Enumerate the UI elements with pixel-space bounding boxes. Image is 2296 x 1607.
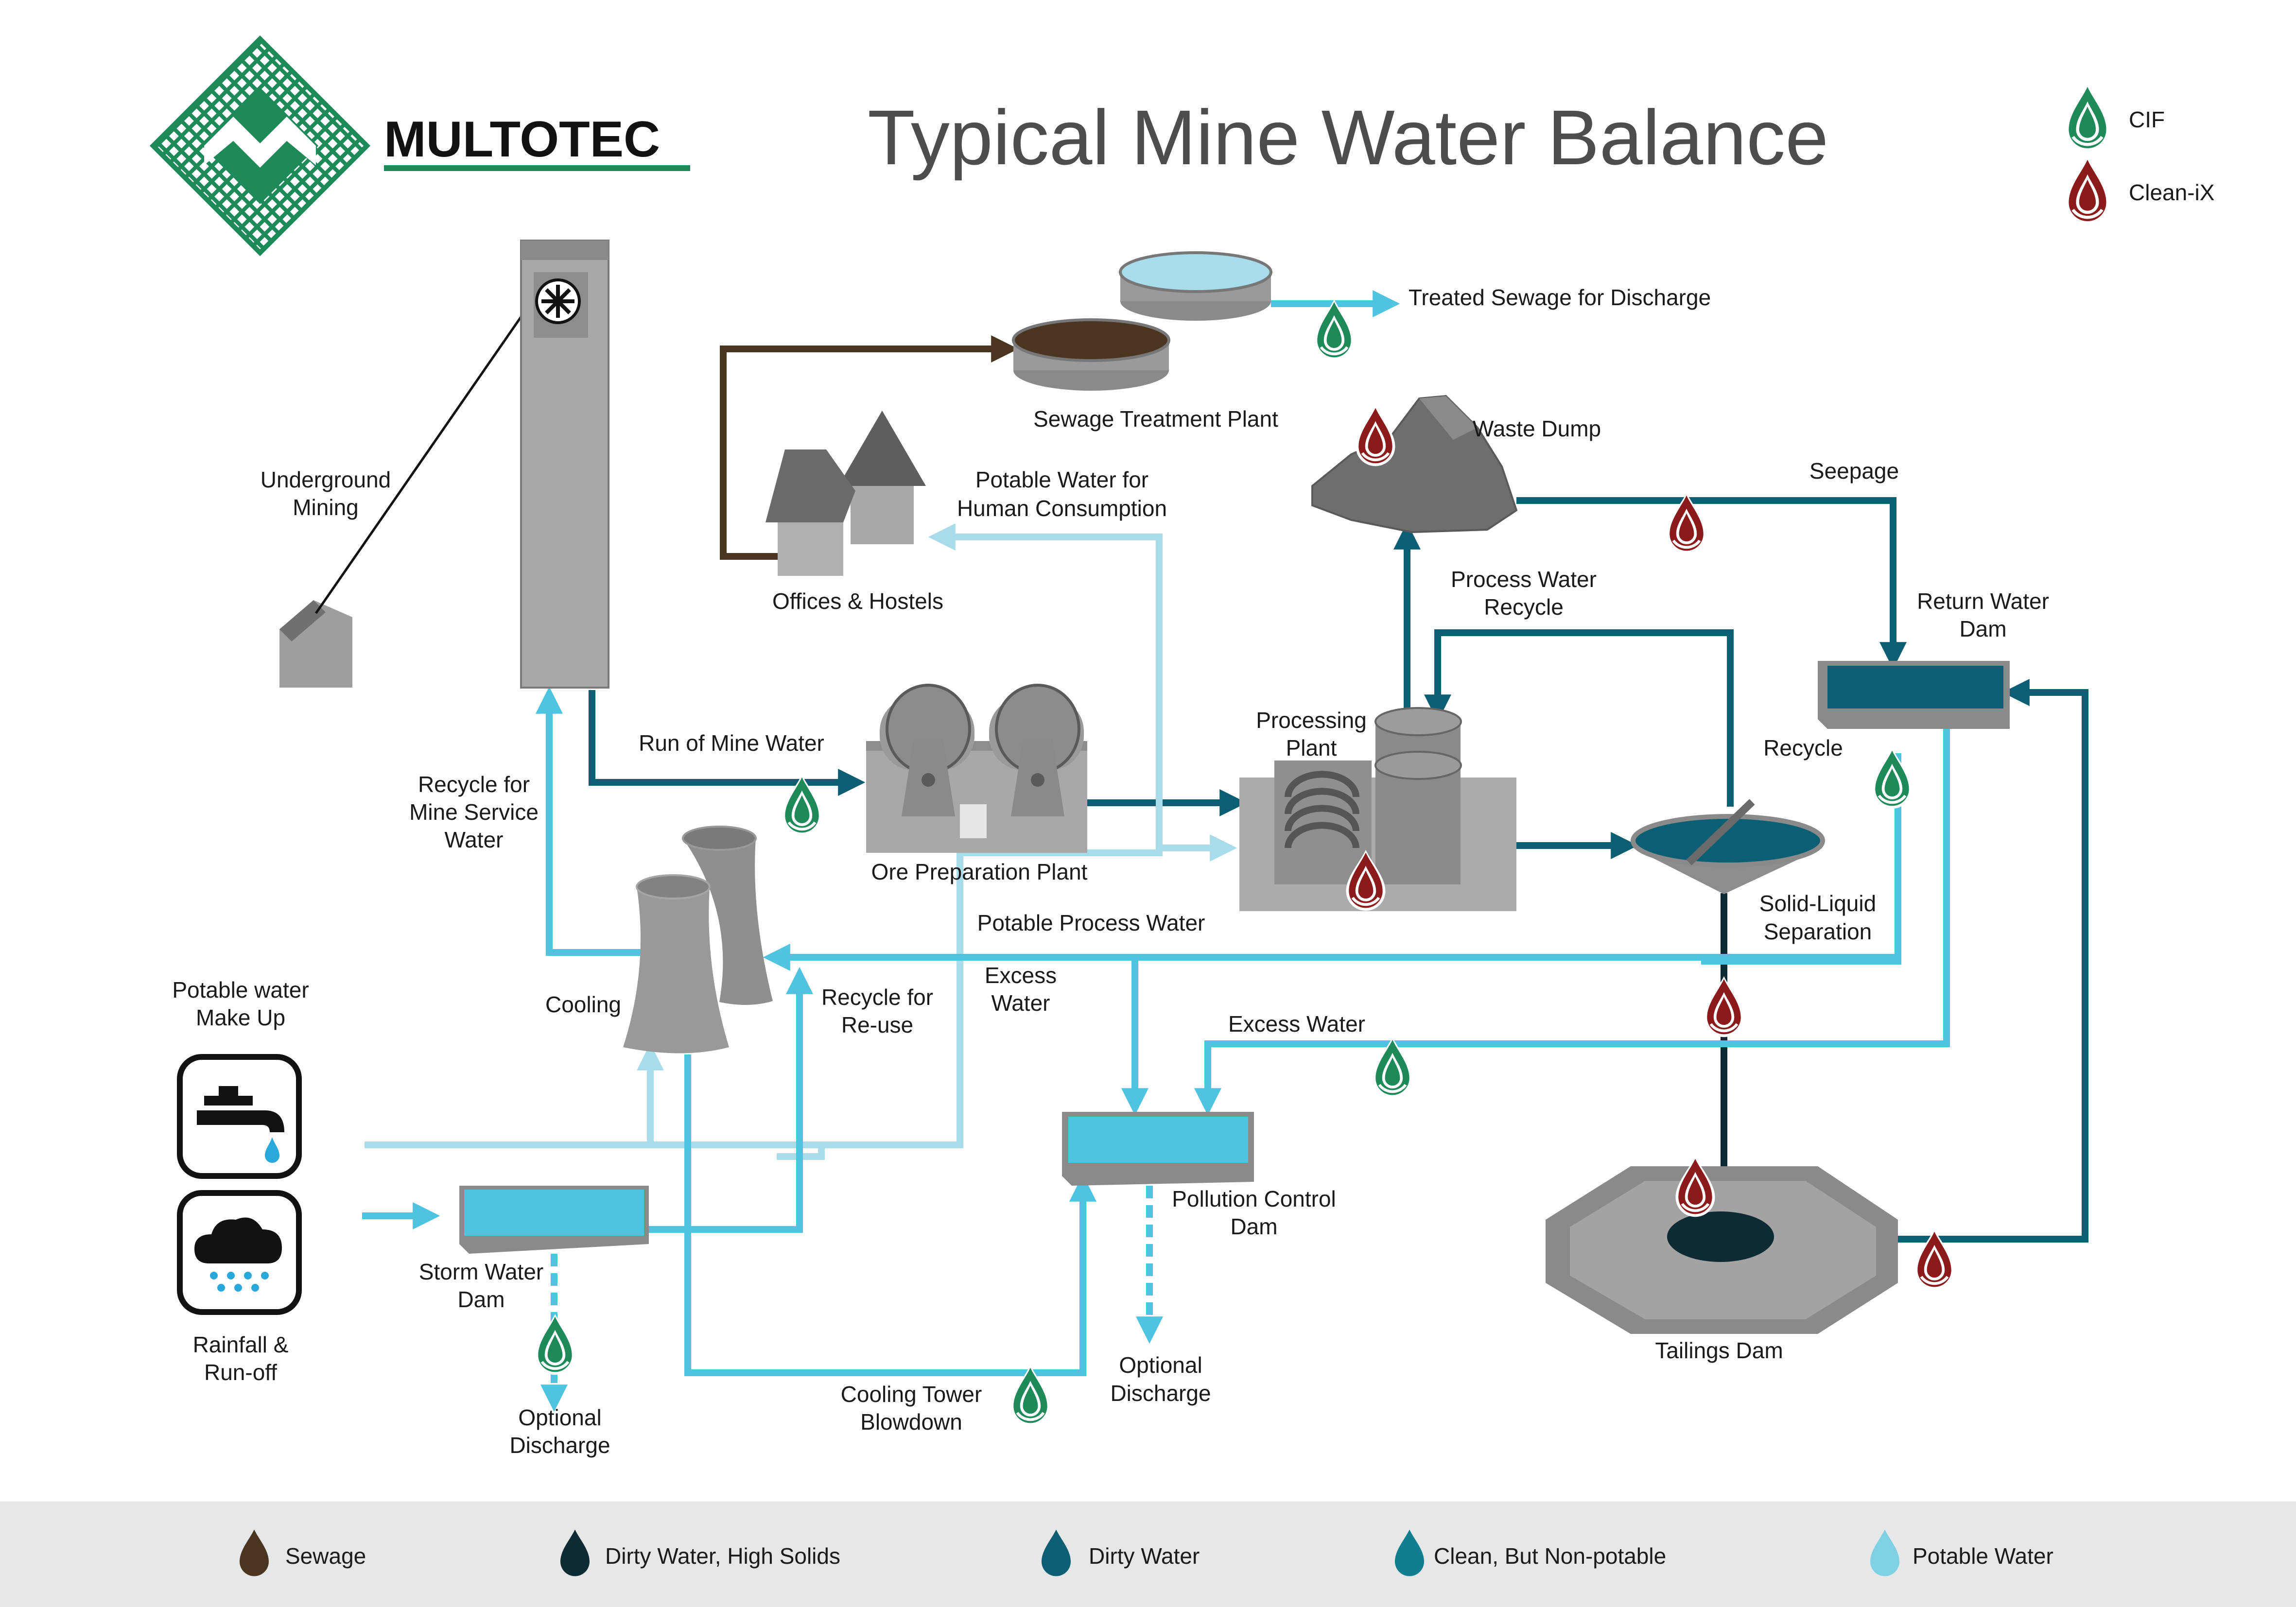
tap-icon[interactable]	[177, 1054, 302, 1179]
label-potable-makeup-1: Potable water	[172, 977, 309, 1002]
flow-seepage	[1516, 497, 1907, 670]
label-sewage-plant: Sewage Treatment Plant	[1033, 406, 1278, 432]
label-recycle-reuse-1: Recycle for	[821, 985, 933, 1010]
flow-recycle-main	[1701, 753, 1901, 965]
flow-cooling-blowdown	[684, 1054, 1096, 1376]
label-underground: Underground	[261, 467, 391, 492]
label-storm-dam-2: Dam	[457, 1287, 504, 1312]
flow-offices-to-sewage	[720, 335, 1019, 560]
brand-name: MULTOTEC	[384, 111, 660, 168]
legend-sewage: Sewage	[285, 1543, 366, 1569]
tailings-dam	[1546, 1166, 1898, 1334]
storm-water-dam	[459, 1186, 649, 1254]
label-potable-human-2: Human Consumption	[957, 496, 1167, 521]
sewage-treatment-plant	[1012, 251, 1272, 391]
multotec-logo: MULTOTEC	[149, 35, 690, 257]
label-opt-discharge-1b: Discharge	[509, 1433, 610, 1458]
flow-potable-branch	[777, 1145, 825, 1160]
label-storm-dam-1: Storm Water	[419, 1259, 543, 1284]
cif-drop-icon	[2066, 84, 2109, 151]
page-title: Typical Mine Water Balance	[868, 94, 1828, 181]
mine-headframe	[520, 240, 609, 689]
flow-run-of-mine	[589, 690, 866, 796]
label-excess-water-2: Excess Water	[1228, 1011, 1365, 1037]
label-return-dam-1: Return Water	[1917, 588, 2049, 614]
cooling-towers	[623, 826, 773, 1054]
label-return-dam-2: Dam	[1959, 616, 2006, 641]
label-pcd-1: Pollution Control	[1172, 1186, 1336, 1211]
top-legend: CIF Clean-iX	[2066, 84, 2214, 224]
legend-potable-water: Potable Water	[1913, 1543, 2053, 1569]
flow-cooling-to-mine	[536, 686, 651, 956]
label-rainfall-1: Rainfall &	[193, 1332, 289, 1357]
legend-clean-non-potable: Clean, But Non-potable	[1434, 1543, 1666, 1569]
processing-plant	[1239, 707, 1516, 911]
label-blowdown-1: Cooling Tower	[841, 1382, 982, 1407]
underground-mining-house	[279, 316, 522, 688]
legend-dirty-high-solids: Dirty Water, High Solids	[605, 1543, 840, 1569]
label-opt-discharge-2a: Optional	[1119, 1352, 1202, 1378]
cif-drop-icon	[536, 1314, 575, 1375]
flow-storm-to-reuse	[646, 967, 813, 1233]
label-seepage: Seepage	[1809, 458, 1899, 484]
label-process-recycle-2: Recycle	[1484, 594, 1564, 620]
legend-dirty-water: Dirty Water	[1089, 1543, 1200, 1569]
label-tailings-dam: Tailings Dam	[1655, 1338, 1783, 1363]
label-opt-discharge-2b: Discharge	[1110, 1381, 1211, 1406]
label-recycle-mine-2: Mine Service	[409, 799, 539, 825]
solid-liquid-separator	[1631, 799, 1825, 894]
label-run-of-mine: Run of Mine Water	[639, 730, 824, 756]
flow-lines	[362, 290, 2088, 1412]
return-water-dam	[1818, 661, 2010, 729]
label-potable-human-1: Potable Water for	[975, 467, 1148, 492]
clean-ix-drop-icon	[1356, 405, 1395, 466]
label-ore-prep: Ore Preparation Plant	[871, 859, 1088, 884]
label-excess-water-1b: Water	[991, 990, 1050, 1016]
label-solid-liquid-1: Solid-Liquid	[1759, 891, 1876, 916]
label-treated-sewage: Treated Sewage for Discharge	[1409, 285, 1711, 310]
label-process-recycle-1: Process Water	[1451, 567, 1597, 592]
label-solid-liquid-2: Separation	[1764, 919, 1872, 944]
flow-tailings-to-return	[1898, 679, 2088, 1243]
label-processing-1: Processing	[1256, 708, 1367, 733]
rain-cloud-icon[interactable]	[177, 1190, 302, 1315]
label-rainfall-2: Run-off	[204, 1360, 277, 1385]
label-recycle-reuse-2: Re-use	[841, 1012, 913, 1037]
pollution-control-dam	[1062, 1112, 1254, 1186]
label-processing-2: Plant	[1286, 735, 1337, 760]
clean-ix-drop-icon	[2066, 156, 2109, 224]
label-offices: Offices & Hostels	[772, 588, 943, 614]
cif-drop-icon	[1873, 748, 1912, 809]
cif-drop-icon	[1315, 299, 1354, 360]
label-excess-water-1a: Excess	[985, 963, 1057, 988]
bottom-legend: Sewage Dirty Water, High Solids Dirty Wa…	[0, 1502, 2296, 1607]
legend-cif: CIF	[2129, 107, 2165, 132]
flow-excess-water-2	[1194, 726, 1950, 1116]
ore-preparation-plant	[866, 684, 1087, 853]
label-recycle: Recycle	[1763, 735, 1843, 760]
label-recycle-mine-1: Recycle for	[418, 772, 530, 797]
offices-hostels	[765, 411, 926, 576]
label-pcd-2: Dam	[1230, 1214, 1277, 1239]
label-blowdown-2: Blowdown	[860, 1409, 962, 1434]
label-recycle-mine-3: Water	[445, 827, 504, 852]
label-opt-discharge-1a: Optional	[518, 1405, 601, 1430]
flow-process-water-recycle	[1424, 629, 1734, 807]
label-waste-dump: Waste Dump	[1473, 416, 1601, 441]
node-labels: Underground Mining Sewage Treatment Plan…	[172, 285, 2049, 1458]
legend-clean-ix: Clean-iX	[2129, 180, 2214, 205]
label-cooling: Cooling	[545, 992, 621, 1017]
clean-ix-drop-icon	[1705, 976, 1744, 1037]
clean-ix-drop-icon	[1676, 1156, 1715, 1217]
label-mining: Mining	[293, 495, 359, 520]
label-potable-makeup-2: Make Up	[196, 1005, 285, 1030]
label-potable-process: Potable Process Water	[977, 910, 1205, 935]
